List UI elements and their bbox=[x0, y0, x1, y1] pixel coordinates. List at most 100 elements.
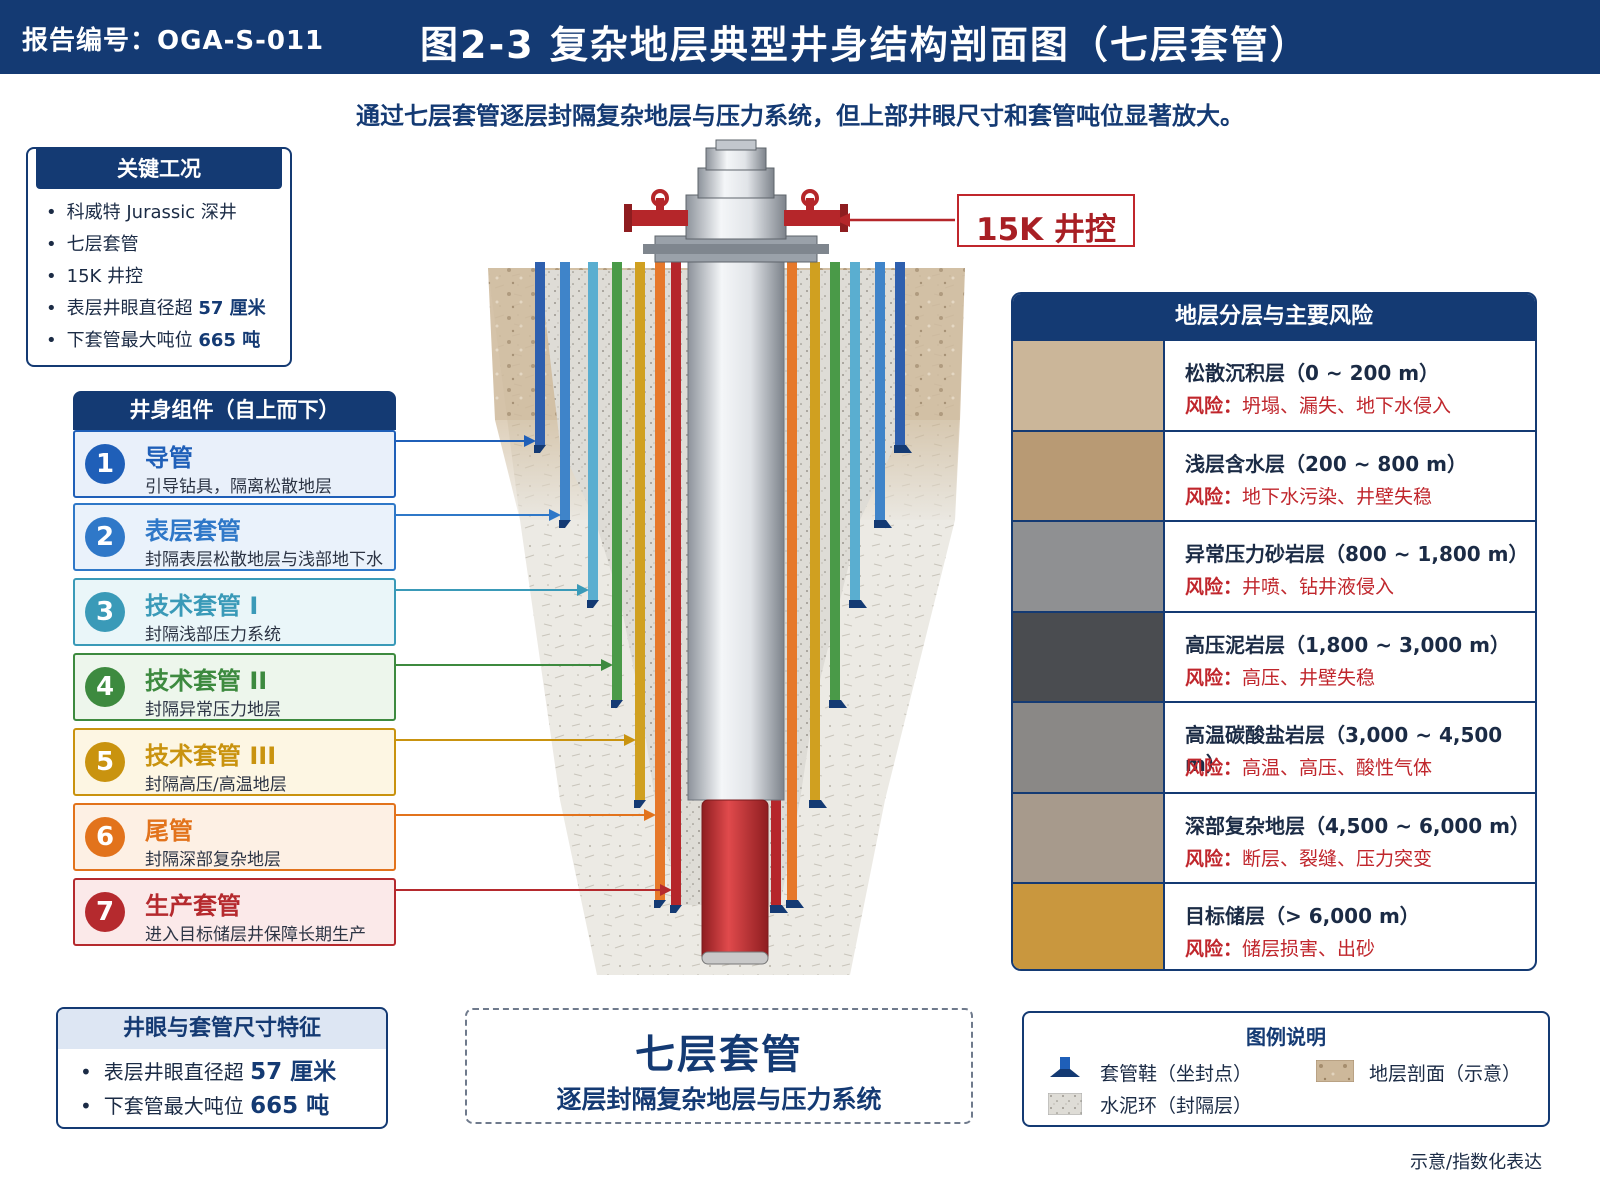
dimension-panel: 井眼与套管尺寸特征 表层井眼直径超 57 厘米 下套管最大吨位 665 吨 bbox=[56, 1007, 388, 1129]
casing-shoe-3 bbox=[587, 600, 599, 608]
formation-risk-row: 异常压力砂岩层（800 ~ 1,800 m）风险：井喷、钻井液侵入 bbox=[1013, 520, 1535, 611]
leader-arrow-2 bbox=[549, 509, 561, 521]
casing-string-2 bbox=[875, 262, 885, 520]
key-condition-highlight: 57 厘米 bbox=[198, 298, 266, 319]
dimension-list: 表层井眼直径超 57 厘米 下套管最大吨位 665 吨 bbox=[58, 1049, 386, 1123]
formation-swatch bbox=[1013, 341, 1165, 430]
formation-name: 深部复杂地层（4,500 ~ 6,000 m） bbox=[1185, 813, 1531, 838]
formation-name: 高压泥岩层（1,800 ~ 3,000 m） bbox=[1185, 632, 1511, 657]
formation-risk-row: 目标储层（> 6,000 m） 风险：储层损害、出砂 bbox=[1013, 882, 1535, 969]
formation-swatch-icon bbox=[1316, 1060, 1354, 1082]
casing-shoe-2 bbox=[874, 520, 892, 528]
risk-prefix: 风险： bbox=[1185, 485, 1243, 508]
component-description: 封隔异常压力地层 bbox=[145, 700, 281, 720]
formation-risk-row: 深部复杂地层（4,500 ~ 6,000 m）风险：断层、裂缝、压力突变 bbox=[1013, 791, 1535, 882]
component-number-badge: 7 bbox=[85, 892, 125, 932]
component-description: 封隔表层松散地层与浅部地下水 bbox=[145, 550, 383, 570]
dimension-text: 表层井眼直径超 bbox=[103, 1060, 251, 1084]
key-conditions-title: 关键工况 bbox=[36, 149, 282, 189]
formation-risk-title: 地层分层与主要风险 bbox=[1013, 294, 1535, 339]
formation-name: 高温碳酸盐岩层（3,000 ~ 4,500 m） bbox=[1185, 723, 1503, 776]
key-condition-text: 下套管最大吨位 bbox=[66, 330, 199, 351]
leader-arrow-1 bbox=[524, 435, 536, 447]
casing-string-5 bbox=[810, 262, 820, 800]
casing-string-2 bbox=[560, 262, 570, 520]
formation-risk: 风险：储层损害、出砂 bbox=[1185, 934, 1375, 961]
component-number-badge: 2 bbox=[85, 517, 125, 557]
dimension-item: 表层井眼直径超 57 厘米 bbox=[80, 1055, 386, 1089]
legend: 图例说明 套管鞋（坐封点） 地层剖面（示意） 水泥环（封隔层） bbox=[1022, 1011, 1550, 1127]
casing-shoe-2 bbox=[559, 520, 571, 528]
risk-text: 坍塌、漏失、地下水侵入 bbox=[1242, 395, 1452, 417]
component-number-badge: 3 bbox=[85, 592, 125, 632]
key-conditions-list: 科威特 Jurassic 深井 七层套管 15K 井控 表层井眼直径超 57 厘… bbox=[28, 189, 290, 357]
casing-shoe-6 bbox=[654, 900, 666, 908]
key-condition-item: 七层套管 bbox=[46, 229, 290, 261]
key-condition-highlight: 665 吨 bbox=[198, 330, 261, 351]
casing-shoe-1 bbox=[894, 445, 912, 453]
casing-shoe-7 bbox=[770, 905, 788, 913]
summary-subtitle: 逐层封隔复杂地层与压力系统 bbox=[556, 1085, 882, 1114]
risk-prefix: 风险： bbox=[1185, 666, 1243, 689]
risk-prefix: 风险： bbox=[1185, 938, 1243, 960]
risk-text: 高压、井壁失稳 bbox=[1242, 666, 1376, 689]
cement-swatch-icon bbox=[1048, 1093, 1082, 1115]
leader-arrow-5 bbox=[624, 734, 636, 746]
page-title: 图2-3 复杂地层典型井身结构剖面图（七层套管） bbox=[420, 23, 1310, 67]
formation-swatch bbox=[1013, 884, 1165, 969]
component-description: 封隔高压/高温地层 bbox=[145, 775, 287, 795]
casing-shoe-5 bbox=[634, 800, 646, 808]
casing-string-5 bbox=[635, 262, 645, 800]
dimension-title: 井眼与套管尺寸特征 bbox=[58, 1009, 386, 1049]
key-condition-item: 15K 井控 bbox=[46, 261, 290, 293]
header-bar: 报告编号：OGA-S-011 图2-3 复杂地层典型井身结构剖面图（七层套管） bbox=[0, 0, 1600, 74]
component-name: 生产套管 bbox=[145, 892, 241, 920]
casing-shoe-1 bbox=[534, 445, 546, 453]
component-name: 表层套管 bbox=[145, 517, 241, 545]
legend-item-cement: 水泥环（封隔层） bbox=[1100, 1095, 1253, 1117]
component-number-badge: 6 bbox=[85, 817, 125, 857]
key-condition-item: 表层井眼直径超 57 厘米 bbox=[46, 293, 290, 325]
formation-risk-row: 高压泥岩层（1,800 ~ 3,000 m） 风险：高压、井壁失稳 bbox=[1013, 610, 1535, 701]
well-control-valves bbox=[624, 189, 848, 232]
component-name: 尾管 bbox=[145, 817, 193, 845]
key-condition-text: 科威特 Jurassic 深井 bbox=[66, 202, 237, 223]
casing-string-6 bbox=[787, 262, 797, 900]
report-number: 报告编号：OGA-S-011 bbox=[22, 26, 325, 56]
risk-text: 高温、高压、酸性气体 bbox=[1242, 757, 1433, 779]
formation-name: 浅层含水层（200 ~ 800 m） bbox=[1185, 451, 1467, 476]
footnote: 示意/指数化表达 bbox=[1410, 1152, 1543, 1173]
formation-name: 目标储层（> 6,000 m） bbox=[1185, 904, 1420, 928]
formation-swatch bbox=[1013, 612, 1165, 701]
component-number-badge: 5 bbox=[85, 742, 125, 782]
formation-risk-panel: 地层分层与主要风险 松散沉积层（0 ~ 200 m）风险：坍塌、漏失、地下水侵入… bbox=[1011, 292, 1537, 971]
formation-risk-row: 高温碳酸盐岩层（3,000 ~ 4,500 m）风险：高温、高压、酸性气体 bbox=[1013, 701, 1535, 792]
casing-shoe-4 bbox=[611, 700, 623, 708]
risk-text: 地下水污染、井壁失稳 bbox=[1242, 485, 1433, 508]
components-title: 井身组件（自上而下） bbox=[73, 391, 396, 430]
component-description: 封隔浅部压力系统 bbox=[145, 625, 281, 645]
component-item-2: 2 表层套管封隔表层松散地层与浅部地下水 bbox=[73, 503, 396, 571]
summary-box: 七层套管 逐层封隔复杂地层与压力系统 bbox=[465, 1008, 973, 1124]
risk-prefix: 风险： bbox=[1185, 395, 1243, 417]
legend-item-formation: 地层剖面（示意） bbox=[1369, 1063, 1522, 1085]
casing-shoe-4 bbox=[829, 700, 847, 708]
component-name: 技术套管 I bbox=[145, 592, 259, 620]
dimension-highlight: 665 吨 bbox=[250, 1093, 330, 1119]
formation-risk: 风险：坍塌、漏失、地下水侵入 bbox=[1185, 391, 1451, 418]
leader-arrow-7 bbox=[660, 884, 672, 896]
formation-risk: 风险：高温、高压、酸性气体 bbox=[1185, 753, 1432, 780]
wellhead-assembly bbox=[624, 139, 848, 263]
key-condition-item: 下套管最大吨位 665 吨 bbox=[46, 325, 290, 357]
well-control-label: 15K 井控 bbox=[976, 212, 1116, 248]
production-tubing bbox=[701, 799, 769, 963]
component-name: 技术套管 II bbox=[145, 667, 268, 695]
formation-swatch bbox=[1013, 522, 1165, 611]
key-condition-text: 表层井眼直径超 bbox=[66, 298, 199, 319]
